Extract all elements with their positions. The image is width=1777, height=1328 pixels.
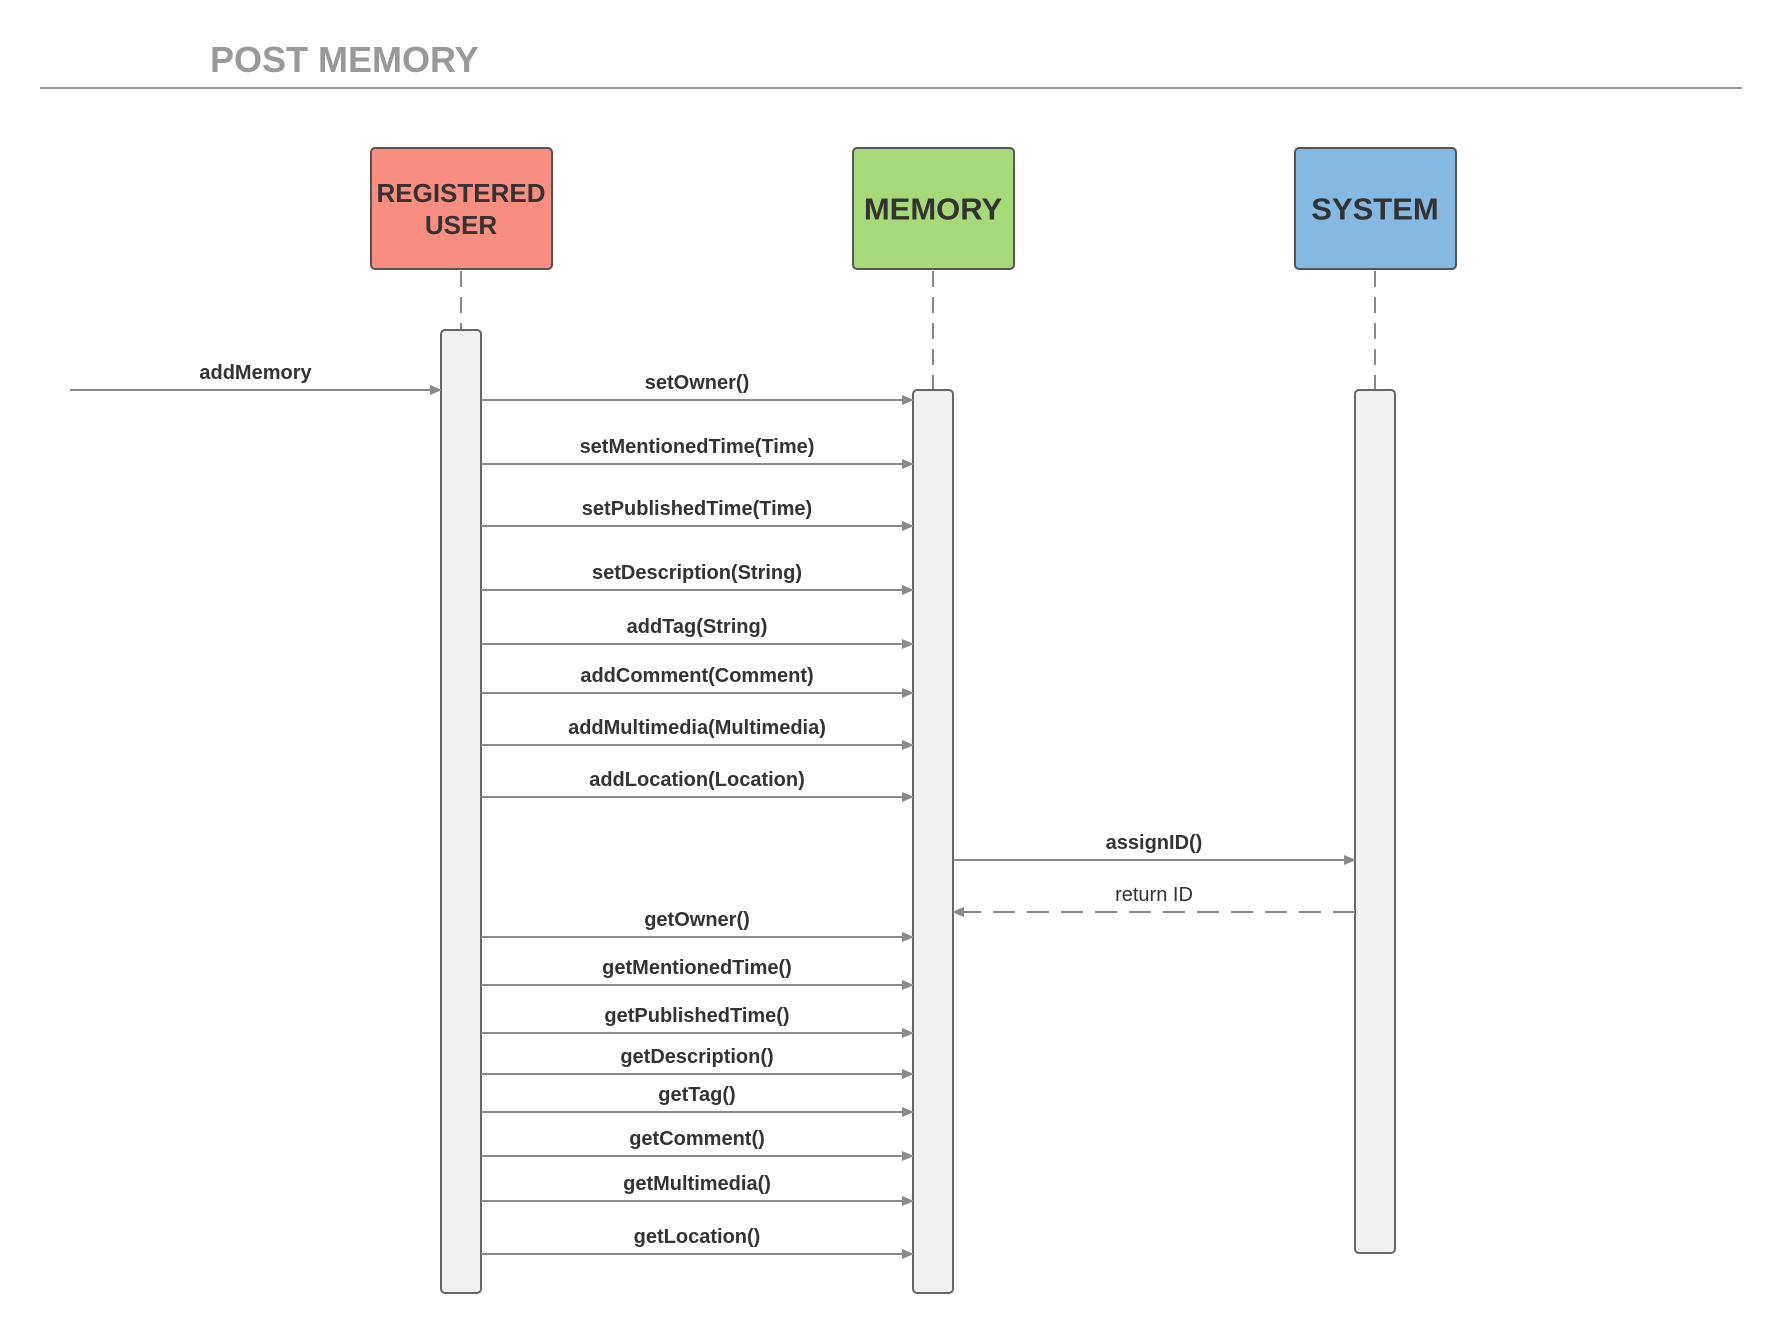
message-label: getMentionedTime() <box>602 957 792 979</box>
message-label: return ID <box>1115 884 1193 906</box>
message: setMentionedTime(Time) <box>481 436 914 469</box>
system-box <box>1294 147 1457 270</box>
system-actor[interactable]: SYSTEM <box>1294 147 1457 270</box>
message-label: getTag() <box>658 1084 735 1106</box>
message: return ID <box>952 884 1355 917</box>
message: getComment() <box>481 1128 914 1161</box>
diagram-title: POST MEMORY <box>210 39 479 80</box>
message: getLocation() <box>481 1226 914 1259</box>
message: addComment(Comment) <box>481 665 914 698</box>
user-label: USER <box>425 210 497 240</box>
message-label: setPublishedTime(Time) <box>582 498 812 520</box>
message-label: addMultimedia(Multimedia) <box>568 717 826 739</box>
message-label: getOwner() <box>644 909 750 931</box>
lifelines <box>460 271 1376 390</box>
message: getDescription() <box>481 1046 914 1079</box>
memory-box <box>852 147 1015 270</box>
message: addTag(String) <box>481 616 914 649</box>
message-label: getComment() <box>629 1128 765 1150</box>
memory-label: MEMORY <box>864 192 1003 227</box>
messages: addMemory setOwner() setMentionedTime(Time… <box>70 362 1356 1259</box>
message-label: addMemory <box>199 362 312 384</box>
message: getOwner() <box>481 909 914 942</box>
message: getMultimedia() <box>481 1173 914 1206</box>
message-label: getLocation() <box>634 1226 761 1248</box>
message: getPublishedTime() <box>481 1005 914 1038</box>
message: setDescription(String) <box>481 562 914 595</box>
system-activation-bar <box>1354 389 1396 1254</box>
user-box <box>370 147 553 270</box>
message: addMemory <box>70 362 442 395</box>
message: assignID() <box>953 832 1356 865</box>
message-label: setMentionedTime(Time) <box>580 436 815 458</box>
message-label: getMultimedia() <box>623 1173 771 1195</box>
message-label: setOwner() <box>645 372 749 394</box>
user-label: REGISTERED <box>376 178 545 208</box>
message-label: addComment(Comment) <box>580 665 813 687</box>
message-label: addLocation(Location) <box>589 769 805 791</box>
message: getMentionedTime() <box>481 957 914 990</box>
message-label: getDescription() <box>620 1046 773 1068</box>
system-label: SYSTEM <box>1311 192 1438 227</box>
message-label: assignID() <box>1106 832 1203 854</box>
message: addMultimedia(Multimedia) <box>481 717 914 750</box>
message-label: addTag(String) <box>627 616 768 638</box>
message-label: setDescription(String) <box>592 562 802 584</box>
message: setOwner() <box>481 372 914 405</box>
memory-activation-bar <box>912 389 954 1294</box>
memory-actor[interactable]: MEMORY <box>852 147 1015 270</box>
activation-bars <box>440 329 1396 1294</box>
message: addLocation(Location) <box>481 769 914 802</box>
message-label: getPublishedTime() <box>604 1005 789 1027</box>
message: getTag() <box>481 1084 914 1117</box>
message: setPublishedTime(Time) <box>481 498 914 531</box>
user-activation-bar <box>440 329 482 1294</box>
